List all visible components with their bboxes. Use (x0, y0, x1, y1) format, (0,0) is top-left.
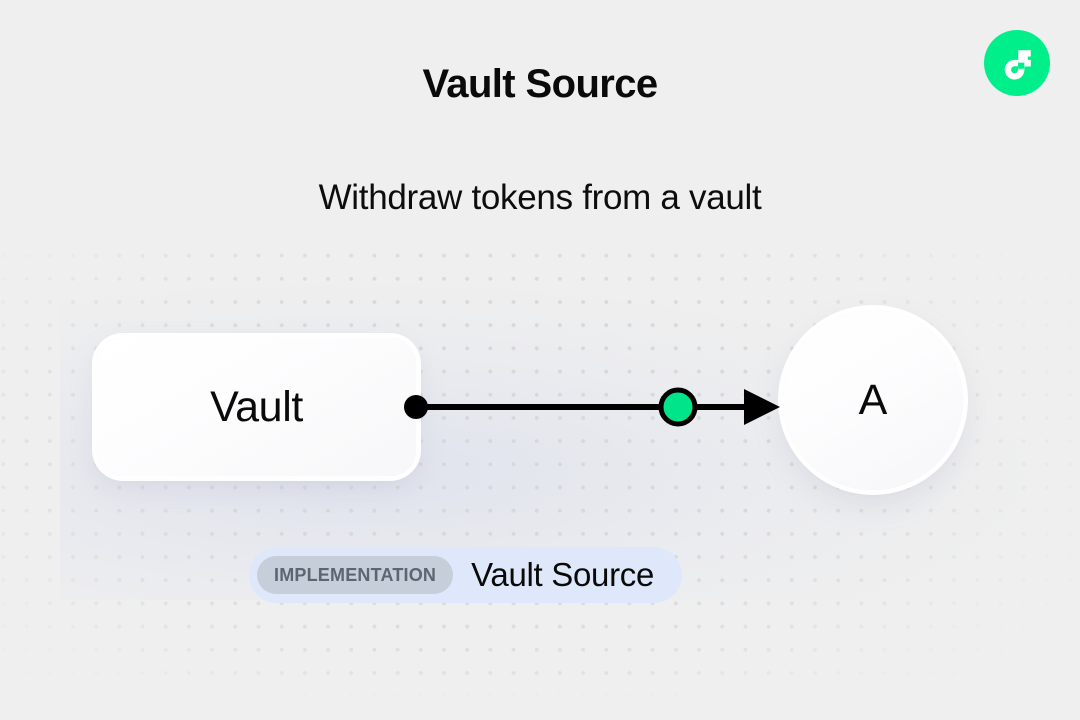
source-handle-dot-icon[interactable] (404, 395, 428, 419)
implementation-tag: IMPLEMENTATION (257, 556, 454, 594)
node-a[interactable]: A (783, 310, 963, 490)
arrow-head-icon (744, 389, 780, 425)
node-a-label: A (858, 375, 888, 424)
implementation-name: Vault Source (471, 556, 655, 593)
page-title: Vault Source (422, 62, 658, 106)
node-vault[interactable]: Vault (97, 338, 416, 476)
edge-vault-to-a[interactable] (390, 370, 800, 445)
implementation-badge[interactable]: IMPLEMENTATION Vault Source (249, 547, 683, 603)
node-vault-label: Vault (210, 382, 303, 431)
flow-logo-icon (984, 30, 1050, 96)
page-subtitle: Withdraw tokens from a vault (318, 178, 762, 217)
flow-port-dot-icon[interactable] (658, 387, 698, 427)
